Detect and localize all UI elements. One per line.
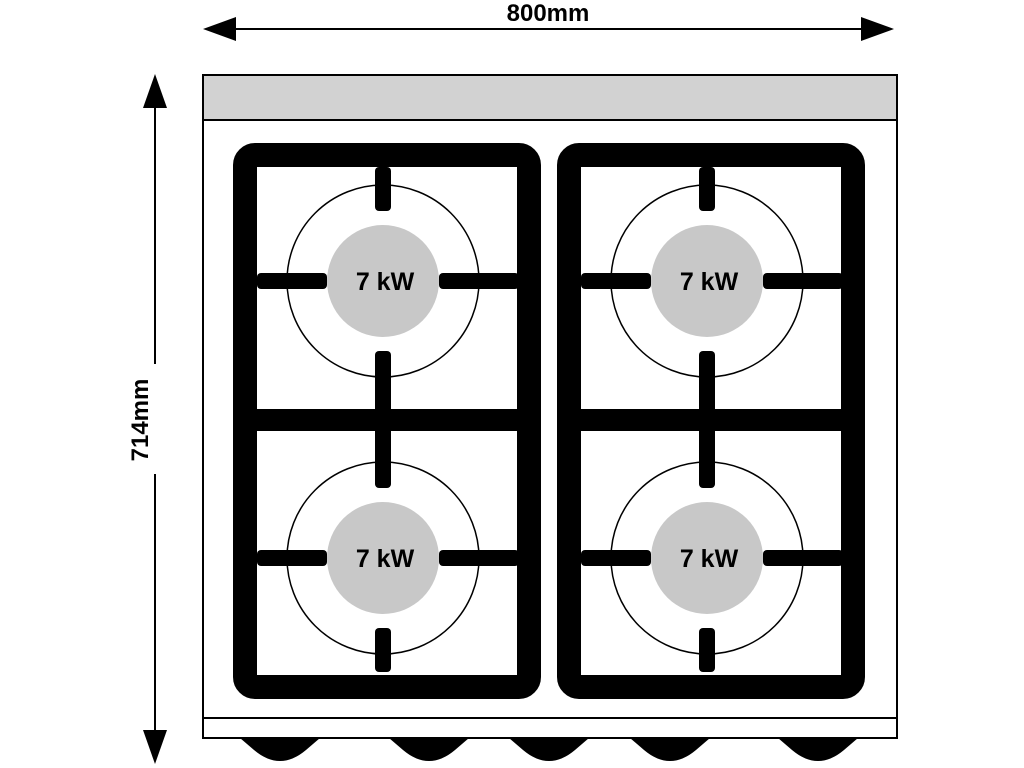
knob-icon <box>240 738 320 761</box>
knob-icon <box>389 738 469 761</box>
control-knob-4 <box>630 738 710 761</box>
prong-right <box>763 550 843 566</box>
range-body <box>202 74 898 739</box>
backsplash <box>202 74 898 121</box>
width-dimension: 800mm <box>203 0 894 41</box>
burner-power-label: 7 kW <box>680 545 739 573</box>
burner-cap <box>327 502 439 614</box>
burner-cap <box>651 225 763 337</box>
burner-rear-left: 7 kW <box>257 167 519 395</box>
height-label: 714mm <box>127 379 154 462</box>
prong-right <box>439 273 519 289</box>
burner-cap <box>327 225 439 337</box>
knob-icon <box>509 738 589 761</box>
prong-left <box>257 273 327 289</box>
control-knob-5 <box>778 738 858 761</box>
height-arrow-up-icon <box>143 74 167 108</box>
burner-front-left: 7 kW <box>257 444 519 672</box>
width-arrow-left-icon <box>203 17 236 41</box>
burner-power-label: 7 kW <box>356 545 415 573</box>
burner-cap <box>651 502 763 614</box>
burner-prongs <box>581 167 843 395</box>
prong-bottom <box>699 351 715 395</box>
burner-front-right: 7 kW <box>581 444 843 672</box>
control-knob-1 <box>240 738 320 761</box>
control-panel-strip <box>202 717 898 739</box>
prong-bottom <box>375 351 391 395</box>
height-label-background <box>126 364 156 474</box>
height-arrow-down-icon <box>143 730 167 764</box>
control-knobs <box>240 738 858 761</box>
prong-bottom <box>699 628 715 672</box>
burner-rear-right: 7 kW <box>581 167 843 395</box>
prong-bottom <box>375 628 391 672</box>
control-knob-3 <box>509 738 589 761</box>
height-dimension: 714mm <box>126 74 167 764</box>
width-arrow-right-icon <box>861 17 894 41</box>
width-label-background <box>490 2 606 26</box>
burner-prongs <box>257 167 519 395</box>
prong-left <box>581 550 651 566</box>
prong-left <box>581 273 651 289</box>
prong-top <box>699 167 715 211</box>
control-knob-2 <box>389 738 469 761</box>
knob-icon <box>630 738 710 761</box>
knob-icon <box>778 738 858 761</box>
prong-top <box>375 167 391 211</box>
width-label: 800mm <box>507 0 590 27</box>
prong-right <box>763 273 843 289</box>
prong-left <box>257 550 327 566</box>
prong-right <box>439 550 519 566</box>
burner-power-label: 7 kW <box>680 268 739 296</box>
burner-prongs <box>257 444 519 672</box>
burner-power-label: 7 kW <box>356 268 415 296</box>
prong-top <box>375 444 391 488</box>
prong-top <box>699 444 715 488</box>
burner-prongs <box>581 444 843 672</box>
